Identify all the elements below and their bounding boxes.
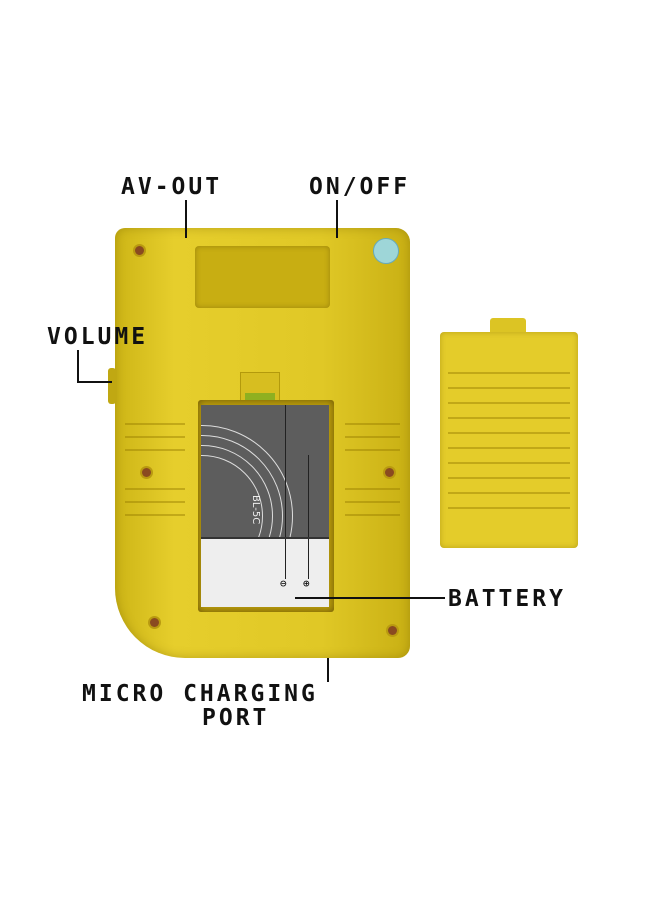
warranty-sticker xyxy=(373,238,399,264)
screw xyxy=(388,626,397,635)
grip-ridge xyxy=(345,514,400,516)
screw xyxy=(150,618,159,627)
grip-ridge xyxy=(345,423,400,425)
battery-label: ⊖ ⊕ xyxy=(201,537,329,607)
screen-recess xyxy=(195,246,330,308)
battery-pointer xyxy=(295,597,445,599)
screw xyxy=(135,246,144,255)
on-off-pointer xyxy=(336,200,338,238)
grip-ridge xyxy=(345,488,400,490)
volume-pointer xyxy=(77,381,112,383)
grip-ridge xyxy=(125,436,185,438)
av-out-pointer xyxy=(185,200,187,238)
volume-pointer xyxy=(77,350,79,383)
micro-charging-label-port: PORT xyxy=(202,705,270,731)
on-off-label: ON/OFF xyxy=(309,174,411,200)
grip-ridge xyxy=(125,449,185,451)
battery-cover xyxy=(440,332,578,548)
battery-callout-label: BATTERY xyxy=(448,586,566,612)
av-out-label: AV-OUT xyxy=(121,174,223,200)
battery-cover-tab xyxy=(490,318,526,334)
micro-charging-label: MICRO CHARGING xyxy=(82,681,318,707)
volume-label: VOLUME xyxy=(47,324,149,350)
console-back: BL-5C ⊖ ⊕ xyxy=(115,228,410,658)
battery-latch xyxy=(240,372,280,402)
grip-ridge xyxy=(345,449,400,451)
screw xyxy=(385,468,394,477)
grip-ridge xyxy=(125,501,185,503)
grip-ridge xyxy=(125,514,185,516)
screw xyxy=(142,468,151,477)
plus-terminal-icon: ⊕ xyxy=(303,577,310,590)
grip-ridge xyxy=(345,501,400,503)
grip-ridge xyxy=(345,436,400,438)
battery: BL-5C xyxy=(201,405,329,537)
charging-port-pointer xyxy=(327,658,329,682)
battery-model-label: BL-5C xyxy=(250,495,261,525)
minus-terminal-icon: ⊖ xyxy=(280,577,287,590)
volume-wheel xyxy=(108,368,116,404)
battery-compartment: BL-5C ⊖ ⊕ xyxy=(198,400,334,612)
grip-ridge xyxy=(125,488,185,490)
grip-ridge xyxy=(125,423,185,425)
